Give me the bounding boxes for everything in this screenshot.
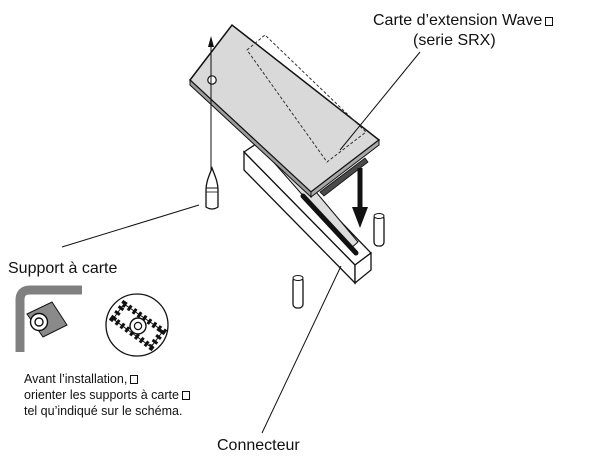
square-marker-icon xyxy=(181,390,190,400)
note-line3: tel qu’indiqué sur le schéma. xyxy=(24,404,183,418)
note-line1: Avant l’installation, xyxy=(24,372,139,386)
leader-line-card xyxy=(339,51,421,151)
leader-line-support xyxy=(61,204,200,248)
standoff-post-right xyxy=(373,213,385,247)
leader-line-connector xyxy=(261,265,342,434)
square-marker-icon xyxy=(130,374,139,384)
card-title-line2: (serie SRX) xyxy=(413,32,496,49)
card-support-pin xyxy=(205,166,219,210)
expansion-card xyxy=(188,23,381,199)
support-corner-icon xyxy=(15,285,82,352)
support-top-view-icon xyxy=(105,293,169,357)
standoff-post-left xyxy=(292,275,304,309)
insertion-arrow xyxy=(352,168,368,228)
note-line2: orienter les supports à carte xyxy=(24,388,190,402)
square-marker-icon xyxy=(545,16,554,26)
card-title-line1: Carte d’extension Wave xyxy=(373,12,554,30)
lift-arrow xyxy=(208,36,214,174)
connector-label: Connecteur xyxy=(217,437,300,454)
support-title: Support à carte xyxy=(8,260,118,277)
